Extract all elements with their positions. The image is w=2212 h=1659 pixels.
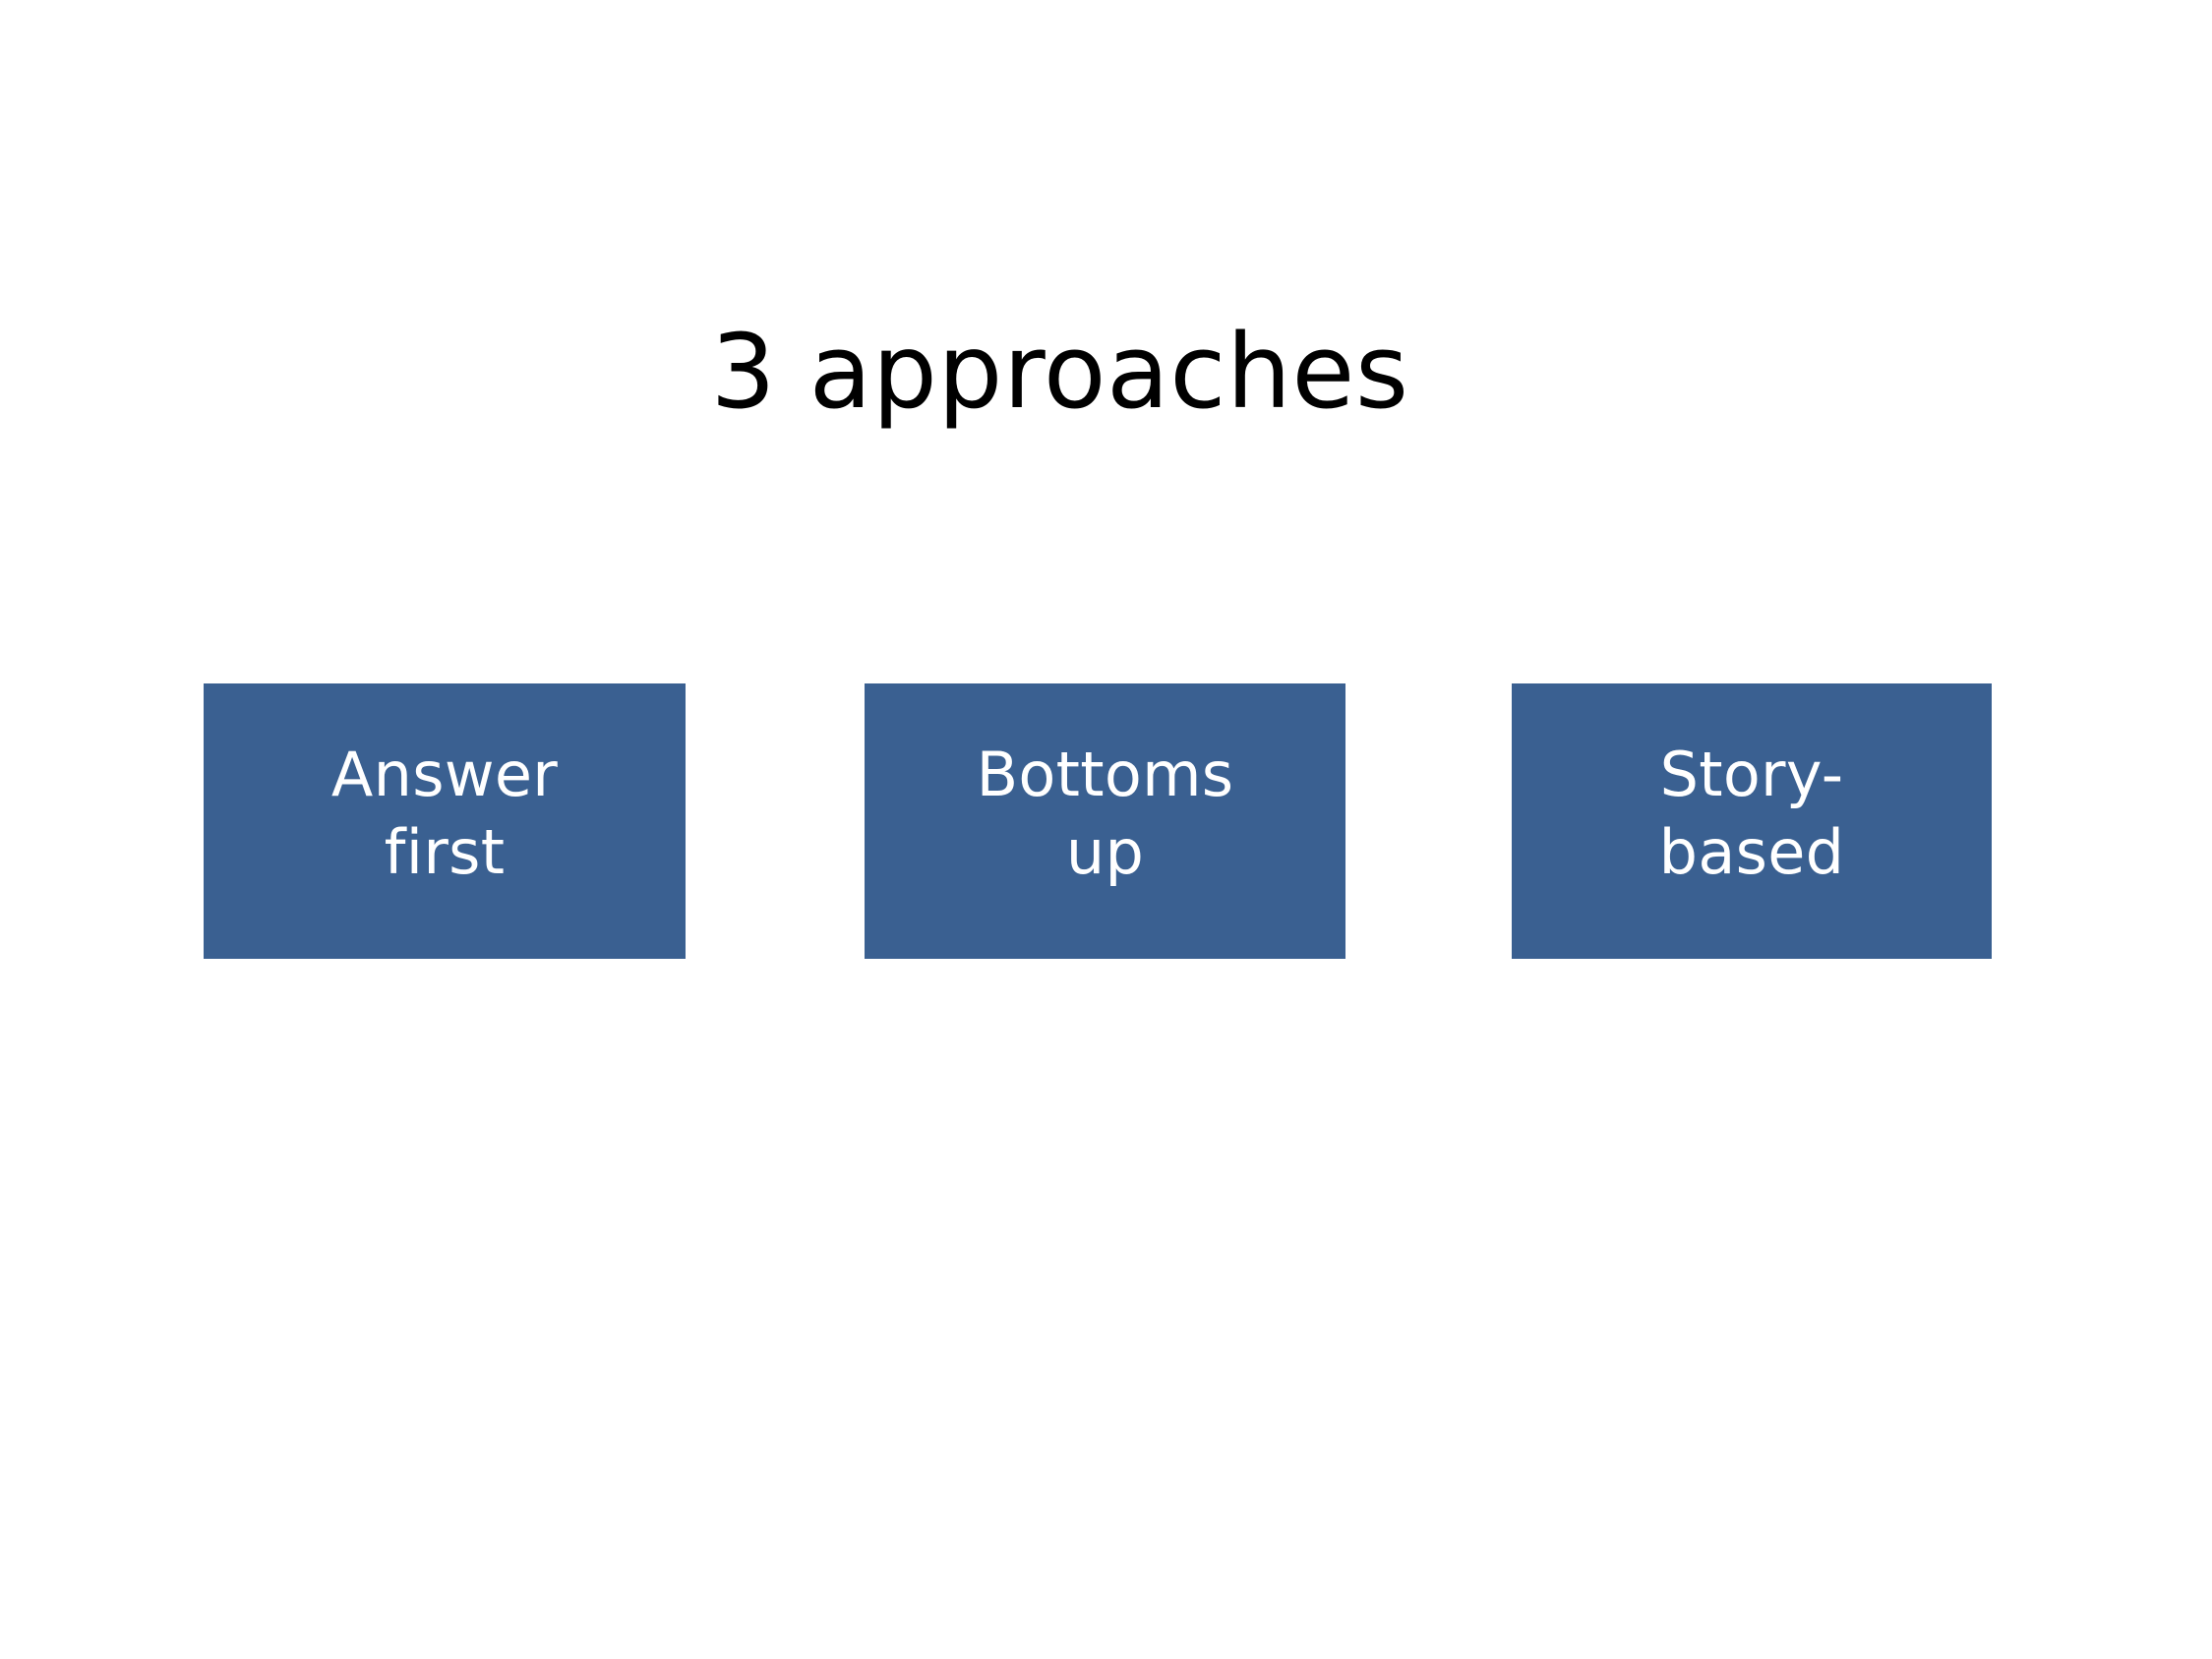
approach-box-bottoms-up[interactable]: Bottoms up [865,683,1345,959]
approach-label-answer-first: Answer first [330,739,559,888]
approach-label-bottoms-up: Bottoms up [976,739,1234,888]
page-title: 3 approaches [710,312,1409,432]
approach-box-answer-first[interactable]: Answer first [204,683,686,959]
approach-label-story-based: Story- based [1658,739,1845,888]
approach-box-story-based[interactable]: Story- based [1512,683,1992,959]
